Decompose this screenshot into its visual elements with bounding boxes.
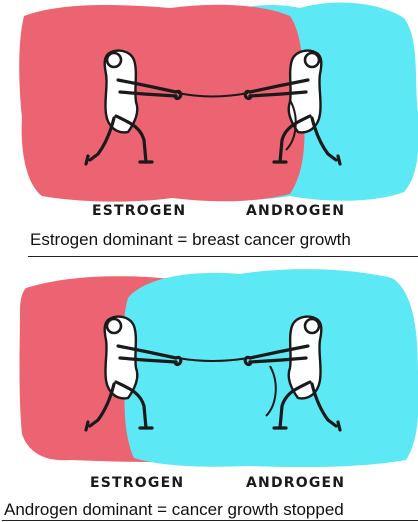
androgen-label: ANDROGEN — [246, 475, 345, 491]
tug-of-war-scene — [0, 262, 418, 467]
caption-underline — [2, 520, 418, 521]
caption-androgen-dominant: Androgen dominant = cancer growth stoppe… — [4, 500, 344, 520]
estrogen-label: ESTROGEN — [90, 475, 184, 491]
caption-underline — [28, 256, 418, 257]
estrogen-color-blob — [19, 5, 304, 202]
panel-androgen-dominant: ESTROGEN ANDROGEN Androgen dominant = ca… — [0, 262, 418, 522]
estrogen-label: ESTROGEN — [92, 203, 186, 219]
caption-estrogen-dominant: Estrogen dominant = breast cancer growth — [30, 230, 351, 250]
panel-estrogen-dominant: ESTROGEN ANDROGEN Estrogen dominant = br… — [0, 0, 418, 262]
androgen-label: ANDROGEN — [246, 203, 345, 219]
team-labels: ESTROGEN ANDROGEN — [0, 203, 418, 223]
team-labels: ESTROGEN ANDROGEN — [0, 475, 418, 495]
tug-of-war-scene — [0, 0, 418, 205]
